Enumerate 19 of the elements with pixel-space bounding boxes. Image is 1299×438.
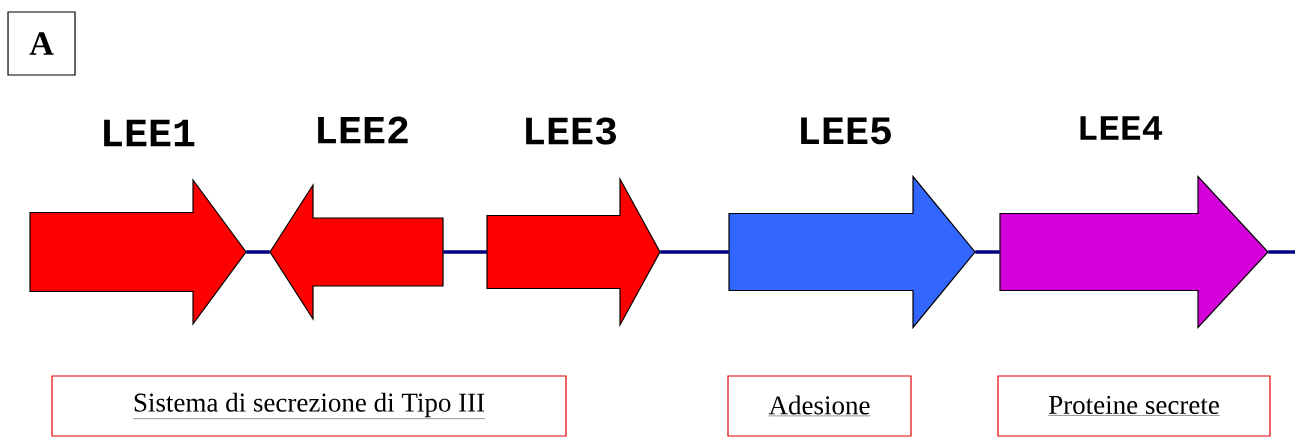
node-label: LEE2 [318,116,408,144]
gene-block: LEE3 [486,117,661,328]
gene-block: LEE1 [29,119,247,326]
node-label: LEE4 [1080,116,1163,140]
node-label: LEE3 [526,117,616,145]
function-box: Proteine secrete [997,375,1271,437]
backbone-line [660,250,729,254]
backbone-line [246,250,270,254]
gene-block: LEE2 [269,116,444,322]
node-label: LEE5 [801,117,891,145]
node-label: LEE1 [104,119,195,147]
backbone-line [443,250,487,254]
gene-block: LEE4 [999,116,1269,329]
backbone-line [1268,250,1295,254]
function-box: Adesione [727,375,912,437]
gene-block: LEE5 [728,117,976,330]
panel-label: A [7,11,76,76]
function-box: Sistema di secrezione di Tipo III [51,375,567,437]
backbone-line [975,250,1000,254]
